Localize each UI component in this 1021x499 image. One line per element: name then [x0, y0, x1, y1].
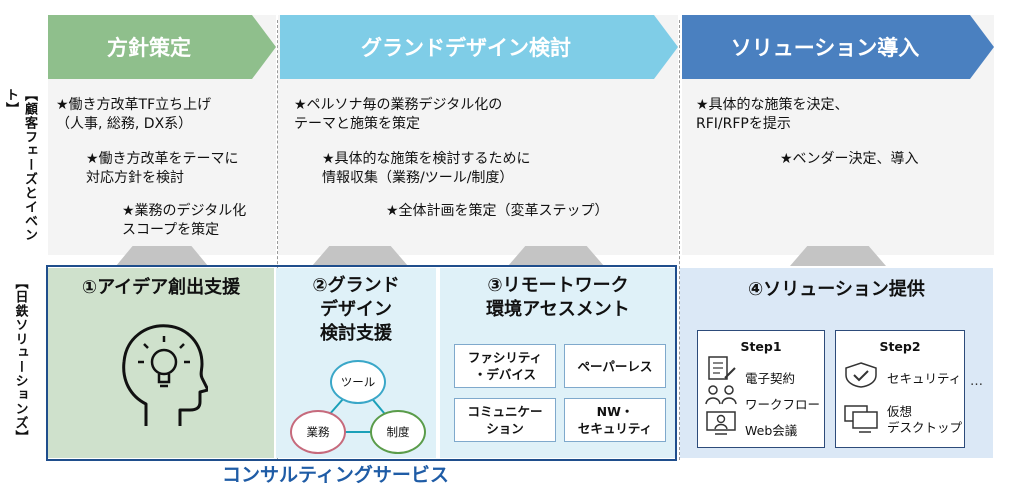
- security-shield-icon: [845, 362, 877, 388]
- solution-title-remote-assessment: ③リモートワーク 環境アセスメント: [486, 275, 630, 320]
- event-item: ★ベンダー決定、導入: [780, 151, 919, 167]
- event-item: ★働き方改革TF立ち上げ （人事, 総務, DX系）: [56, 97, 212, 132]
- connector-trapezoid: [116, 246, 208, 266]
- phase-title: ソリューション導入: [730, 36, 920, 60]
- workflow-people-icon: [705, 385, 737, 405]
- event-item: ★働き方改革をテーマに 対応方針を検討: [86, 151, 239, 186]
- head-lightbulb-icon: [122, 324, 208, 426]
- solution-title-provide: ④ソリューション提供: [748, 279, 925, 300]
- step2-item-virtual-desktop: 仮想 デスクトップ: [887, 404, 963, 435]
- consulting-service-label: コンサルティングサービス: [222, 464, 449, 486]
- step1-label: Step1: [740, 339, 782, 354]
- step1-item-workflow: ワークフロー: [745, 397, 821, 412]
- document-signing-icon: [708, 356, 736, 380]
- assessment-box-paperless: ペーパーレス: [564, 344, 666, 388]
- virtual-desktop-icon: [844, 405, 878, 433]
- side-label-customer-phase: 【顧客フェーズとイベント】: [3, 88, 37, 242]
- connector-trapezoid: [312, 246, 408, 266]
- more-ellipsis: …: [970, 374, 983, 389]
- phase-divider: [277, 20, 278, 460]
- connector-trapezoid: [508, 246, 604, 266]
- event-item: ★具体的な施策を決定、 RFI/RFPを提示: [696, 97, 849, 132]
- phase-arrow-solution: ソリューション導入: [682, 15, 994, 79]
- event-item: ★全体計画を策定（変革ステップ）: [386, 203, 609, 219]
- step1-item-webmeeting: Web会議: [745, 423, 798, 438]
- circle-business: 業務: [290, 410, 346, 454]
- connector-trapezoid: [790, 246, 886, 266]
- solution-title-grand-design: ②グランド デザイン 検討支援: [312, 275, 400, 344]
- step1-box: Step1: [697, 330, 825, 448]
- step2-item-security: セキュリティ: [887, 371, 962, 386]
- consulting-service-frame: [46, 265, 677, 461]
- phase-arrow-policy: 方針策定: [48, 15, 276, 79]
- circle-tool: ツール: [330, 360, 386, 404]
- circle-system: 制度: [370, 410, 426, 454]
- web-meeting-icon: [706, 411, 736, 435]
- event-item: ★具体的な施策を検討するために 情報収集（業務/ツール/制度）: [322, 151, 531, 186]
- step2-label: Step2: [879, 339, 921, 354]
- event-item: ★業務のデジタル化 スコープを策定: [122, 203, 247, 238]
- solution-title-idea: ①アイデア創出支援: [81, 277, 241, 298]
- assessment-box-communication: コミュニケー ション: [454, 398, 556, 442]
- phase-divider: [679, 20, 680, 460]
- assessment-box-network-security: NW・ セキュリティ: [564, 398, 666, 442]
- assessment-box-facility: ファシリティ ・デバイス: [454, 344, 556, 388]
- phase-title: 方針策定: [107, 36, 191, 60]
- side-label-nssol: 【日鉄ソリューションズ】: [12, 276, 28, 444]
- step1-item-econtract: 電子契約: [745, 371, 796, 386]
- solution-panel-idea: [48, 268, 274, 458]
- event-item: ★ペルソナ毎の業務デジタル化の テーマと施策を策定: [294, 97, 503, 132]
- phase-arrow-grand-design: グランドデザイン検討: [280, 15, 678, 79]
- phase-title: グランドデザイン検討: [361, 36, 571, 60]
